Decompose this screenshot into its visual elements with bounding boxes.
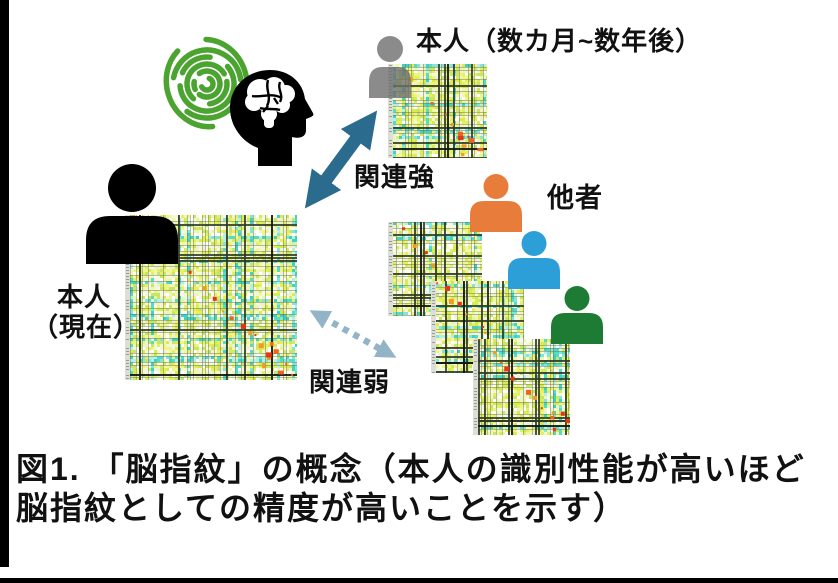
label-others: 他者 <box>547 183 603 213</box>
label-relation-strong: 関連強 <box>354 162 436 192</box>
connectivity-matrix-other-3 <box>473 339 570 435</box>
person-icon-other-1 <box>470 174 522 232</box>
person-icon-self-current <box>86 164 178 264</box>
label-self-current-line2: （現在） <box>32 311 141 342</box>
figure-caption-line2: 脳指紋としての精度が高いことを示す） <box>16 490 628 526</box>
person-icon-self-future <box>369 36 411 98</box>
label-self-current-line1: 本人 <box>56 282 111 312</box>
person-icon-other-2 <box>508 231 560 289</box>
figure-caption-line1: 図1. 「脳指紋」の概念（本人の識別性能が高いほど <box>16 451 806 487</box>
frame-left-bar <box>0 0 9 567</box>
label-self-future: 本人（数カ月~数年後） <box>416 26 703 56</box>
head-brain-icon <box>230 70 314 166</box>
fingerprint-icon <box>163 36 250 130</box>
figure-caption: 図1. 「脳指紋」の概念（本人の識別性能が高いほど 脳指紋としての精度が高いこと… <box>16 450 828 528</box>
frame-bottom-bar <box>0 578 838 583</box>
person-icon-other-3 <box>551 286 603 344</box>
relation-weak-arrow <box>309 310 397 358</box>
label-relation-weak: 関連弱 <box>309 367 391 397</box>
label-self-current: 本人 （現在） <box>32 282 141 343</box>
brain-fissure-lines <box>251 79 283 113</box>
